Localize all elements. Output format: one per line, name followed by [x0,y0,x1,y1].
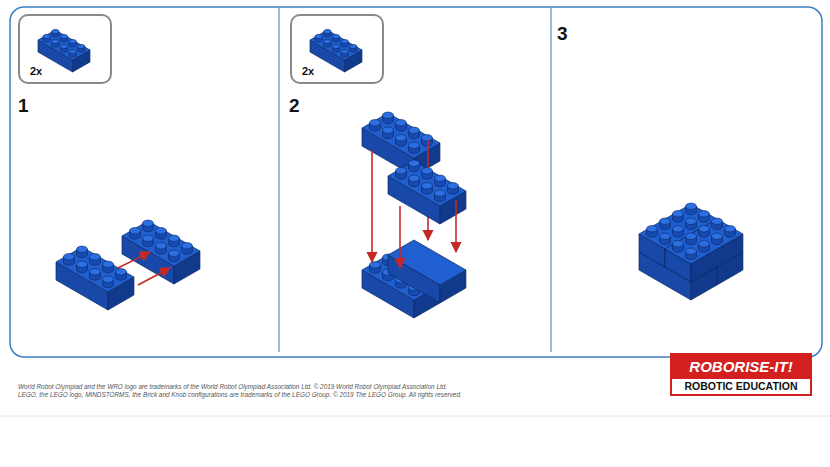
step-divider [550,8,551,352]
brand-tagline: ROBOTIC EDUCATION [672,379,810,394]
lego-brick [122,220,200,284]
motion-arrow [371,150,373,262]
lego-brick [56,246,134,310]
trademark-note: LEGO, the LEGO logo, MINDSTORMS, the Bri… [18,391,462,398]
brick-stud [76,246,87,258]
brick-stud [350,44,357,52]
brick-stud [89,269,100,281]
quantity-label: 2x [302,65,314,77]
brick-top [639,204,717,249]
brick-stud [724,226,735,238]
brick-stud [711,233,722,245]
trademark-note: World Robot Olympiad and the WRO logo ar… [18,383,447,390]
lego-brick [665,218,743,282]
brick-stud [60,34,67,42]
brick-stud [685,218,696,230]
brick-stud [324,29,331,37]
brick-stud [315,34,322,42]
brick-stud [395,135,406,147]
brick-stud [685,203,696,215]
brick-stud [60,44,67,52]
brick-top [122,221,200,266]
brick-stud [395,120,406,132]
brick-stud [447,183,458,195]
brick-stud [672,211,683,223]
brick-stud [78,44,85,52]
parts-callout: 2x [290,14,384,84]
brick-stud [341,39,348,47]
quantity-label: 2x [30,65,42,77]
brick-top [310,30,362,60]
brick-stud [421,168,432,180]
brick-stud [52,29,59,37]
brick-stud [324,39,331,47]
motion-arrow [138,268,170,285]
brick-stud [370,262,381,274]
brick-stud [382,112,393,124]
brick-stud [115,269,126,281]
brick-stud [168,250,179,262]
brand-logo: ROBORISE-IT!ROBOTIC EDUCATION [670,353,812,396]
brick-stud [64,254,75,266]
brick-stud [685,233,696,245]
step-number: 1 [18,95,29,117]
brick-stud [332,34,339,42]
brick-stud [647,226,658,238]
brick-stud [332,44,339,52]
brick-stud [69,39,76,47]
brick-stud [142,220,153,232]
brick-stud [434,190,445,202]
brick-stud [408,142,419,154]
motion-arrow [455,200,457,252]
lego-brick [38,29,90,72]
page-frame [10,7,822,357]
brick-stud [102,276,113,288]
step-divider [278,8,279,352]
brick-stud [659,233,670,245]
brick-top [388,161,466,206]
brick-stud [155,228,166,240]
brick-stud [421,183,432,195]
brick-stud [181,243,192,255]
brick-stud [408,127,419,139]
brick-stud [142,235,153,247]
brick-stud [382,127,393,139]
brick-stud [341,49,348,57]
parts-callout: 2x [18,14,112,84]
brick-stud [672,241,683,253]
brick-stud [434,175,445,187]
brick-stud [685,248,696,260]
brick-stud [396,168,407,180]
lego-brick [310,29,362,72]
brick-stud [89,254,100,266]
brick-stud [698,211,709,223]
brick-stud [52,39,59,47]
brick-stud [168,235,179,247]
brick-top [665,219,743,264]
brand-name: ROBORISE-IT! [672,355,810,379]
brick-stud [408,160,419,172]
brick-illustrations [38,29,743,318]
brick-stud [76,261,87,273]
motion-arrow [118,252,150,268]
brick-stud [711,218,722,230]
brick-stud [672,226,683,238]
brick-stud [698,226,709,238]
brick-stud [659,218,670,230]
brick-stud [102,261,113,273]
brick-stud [43,34,50,42]
step-number: 3 [557,23,568,45]
brick-stud [408,175,419,187]
brick-stud [155,243,166,255]
motion-arrow [399,206,401,268]
page-rule [0,416,830,417]
brick-top [38,30,90,60]
brick-stud [130,228,141,240]
brick-stud [69,49,76,57]
brick-stud [421,135,432,147]
brick-stud [698,241,709,253]
step-number: 2 [289,95,300,117]
brick-stud [370,120,381,132]
